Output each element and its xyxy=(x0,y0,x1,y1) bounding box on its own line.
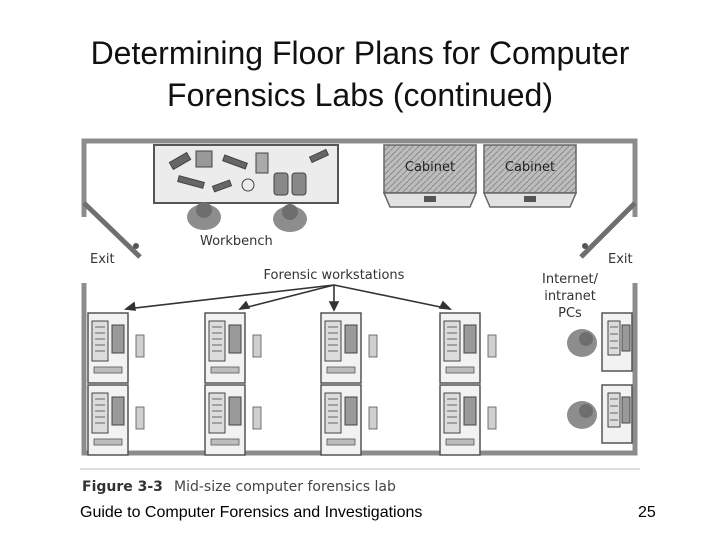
workbench xyxy=(153,144,339,232)
workstation-desk-3-bottom xyxy=(320,384,378,456)
workstation-desk-4-top xyxy=(439,312,497,384)
exit-door-right xyxy=(579,201,637,259)
exit-door-left xyxy=(82,201,142,259)
exit-label-right: Exit xyxy=(608,252,633,267)
footer-book-title: Guide to Computer Forensics and Investig… xyxy=(80,504,423,521)
workstation-desk-3-top xyxy=(320,312,378,384)
workstation-desks xyxy=(87,312,497,456)
internet-pcs-label-line-1: Internet/ xyxy=(542,272,599,287)
workstation-desk-4-bottom xyxy=(439,384,497,456)
workstation-desk-2-top xyxy=(204,312,262,384)
figure-caption-text: Mid-size computer forensics lab xyxy=(174,479,396,495)
cabinet-1 xyxy=(382,144,478,208)
cabinet-2 xyxy=(482,144,578,208)
page-number: 25 xyxy=(638,504,656,521)
workstation-desk-1-bottom xyxy=(87,384,145,456)
floor-plan-figure: Exit Exit Workbench Cabine xyxy=(80,138,640,495)
tools-icon xyxy=(168,148,330,196)
title-line-1: Determining Floor Plans for Computer xyxy=(90,35,630,71)
figure-caption-label: Figure 3-3 xyxy=(82,479,163,495)
workstation-desk-2-bottom xyxy=(204,384,262,456)
internet-pcs-label-line-2: intranet xyxy=(544,289,596,304)
internet-pc-desks xyxy=(567,312,633,444)
internet-pc-desk-2 xyxy=(567,384,633,444)
cabinet-label-2: Cabinet xyxy=(505,160,555,175)
exit-label-left: Exit xyxy=(90,252,115,267)
person-at-workbench-1 xyxy=(187,202,221,230)
internet-pcs-label-line-3: PCs xyxy=(558,306,582,321)
workstation-pointer-arrows xyxy=(123,284,453,312)
workbench-label: Workbench xyxy=(200,234,273,249)
workstations-label: Forensic workstations xyxy=(264,268,405,283)
workstation-desk-1-top xyxy=(87,312,145,384)
internet-pc-desk-1 xyxy=(567,312,633,372)
slide-title: Determining Floor Plans for Computer For… xyxy=(0,32,720,116)
person-at-workbench-2 xyxy=(273,204,307,232)
title-line-2: Forensics Labs (continued) xyxy=(167,77,553,113)
cabinet-label-1: Cabinet xyxy=(405,160,455,175)
